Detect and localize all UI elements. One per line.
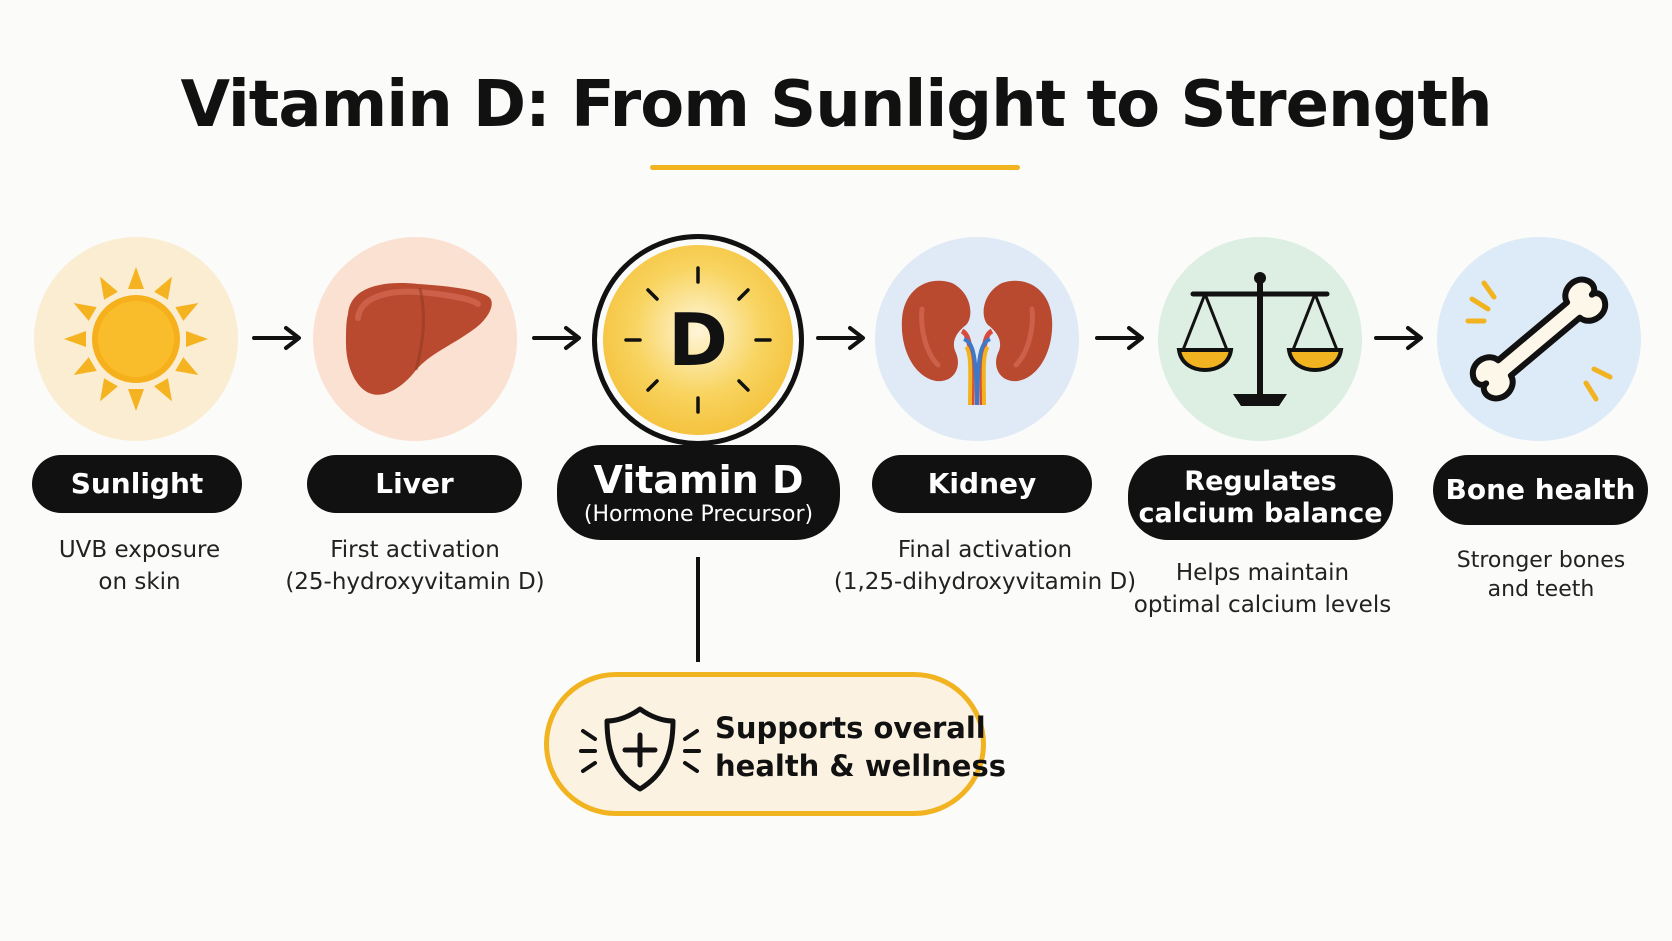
bone-desc-line-2: and teeth xyxy=(1487,577,1595,602)
calcium-balance-label: Regulates calcium balance xyxy=(1128,455,1393,540)
bone-health-label: Bone health xyxy=(1433,455,1648,525)
liver-label-text: Liver xyxy=(375,467,454,500)
sunlight-desc-line-1: UVB exposure xyxy=(58,537,221,563)
calcium-label-line-1: Regulates xyxy=(1184,465,1337,497)
kidney-node xyxy=(875,237,1079,441)
vitamin-d-sublabel: (Hormone Precursor) xyxy=(583,501,814,527)
kidney-desc-line-1: Final activation xyxy=(897,537,1073,563)
liver-node xyxy=(313,237,517,441)
liver-desc-line-1: First activation xyxy=(330,537,500,563)
sunlight-description: UVB exposure on skin xyxy=(27,534,252,598)
bone-icon xyxy=(1465,276,1613,402)
arrow-right-icon xyxy=(532,323,584,353)
calcium-balance-description: Helps maintain optimal calcium levels xyxy=(1125,557,1400,621)
liver-icon xyxy=(346,283,492,395)
bone-desc-line-1: Stronger bones xyxy=(1456,548,1626,573)
sunlight-label: Sunlight xyxy=(32,455,242,513)
vitamin-d-label-text: Vitamin D xyxy=(593,457,804,502)
kidney-icon xyxy=(901,280,1053,406)
calcium-desc-line-2: optimal calcium levels xyxy=(1133,592,1392,618)
wellness-callout: Supports overall health & wellness xyxy=(544,672,1006,816)
page-title: Vitamin D: From Sunlight to Strength xyxy=(180,68,1492,142)
scale-icon xyxy=(1176,272,1344,406)
sunlight-node xyxy=(34,237,238,441)
bone-health-description: Stronger bones and teeth xyxy=(1420,546,1662,604)
liver-desc-line-2: (25-hydroxyvitamin D) xyxy=(285,569,545,595)
callout-connector xyxy=(696,557,700,662)
kidney-label: Kidney xyxy=(872,455,1092,513)
radiating-lines-icon xyxy=(624,266,772,414)
calcium-label-line-2: calcium balance xyxy=(1138,497,1383,529)
arrow-right-icon xyxy=(816,323,868,353)
shield-plus-icon xyxy=(579,706,701,792)
vitamin-d-letter: D xyxy=(668,298,728,382)
calcium-desc-line-1: Helps maintain xyxy=(1175,560,1350,586)
callout-text: Supports overall health & wellness xyxy=(715,709,1006,785)
liver-label: Liver xyxy=(307,455,522,513)
bone-health-node xyxy=(1437,237,1641,441)
kidney-label-text: Kidney xyxy=(927,467,1037,500)
sunlight-label-text: Sunlight xyxy=(70,467,204,500)
arrow-right-icon xyxy=(1374,323,1426,353)
sunlight-desc-line-2: on skin xyxy=(98,569,181,595)
kidney-desc-line-2: (1,25-dihydroxyvitamin D) xyxy=(833,569,1137,595)
liver-description: First activation (25-hydroxyvitamin D) xyxy=(275,534,555,598)
vitamin-d-icon: D xyxy=(603,245,793,435)
calcium-balance-node xyxy=(1158,237,1362,441)
kidney-description: Final activation (1,25-dihydroxyvitamin … xyxy=(830,534,1140,598)
arrow-right-icon xyxy=(1095,323,1147,353)
bone-health-label-text: Bone health xyxy=(1445,473,1636,506)
callout-line-1: Supports overall xyxy=(715,711,986,745)
vitamin-d-label: Vitamin D (Hormone Precursor) xyxy=(557,445,840,540)
callout-line-2: health & wellness xyxy=(715,749,1006,783)
sun-icon xyxy=(64,267,208,411)
title-underline xyxy=(650,165,1020,170)
arrow-right-icon xyxy=(252,323,304,353)
vitamin-d-node: D xyxy=(592,234,804,446)
